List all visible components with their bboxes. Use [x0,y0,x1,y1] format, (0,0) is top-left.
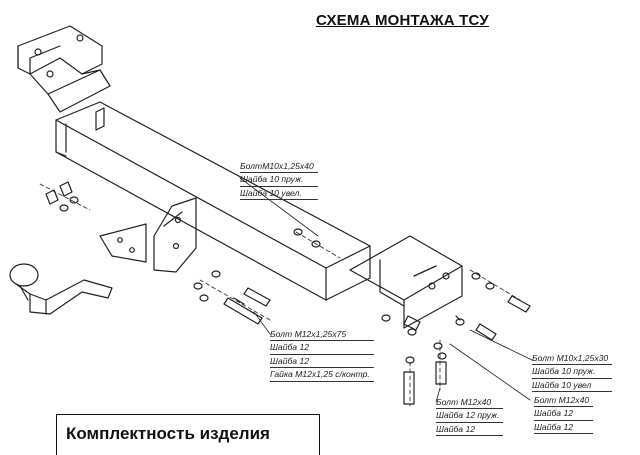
label-line: Шайба 12 [436,423,504,437]
label-line: Шайба 10 пруж. [240,173,318,187]
label-line: Болт M10x1,25x30 [532,352,613,366]
label-line: Шайба 10 увел. [240,187,318,201]
label-group-bolt-m12x75: Болт M12x1,25x75 Шайба 12 Шайба 12 Гайка… [270,328,374,382]
label-line: Гайка M12x1,25 с/контр. [270,368,374,382]
footer-heading: Комплектность изделия [66,424,270,443]
label-line: БолтM10x1,25x40 [240,160,318,174]
label-line: Шайба 12 [534,421,594,435]
label-line: Болт M12x40 [534,394,594,408]
label-group-bolt-m10x30: Болт M10x1,25x30 Шайба 10 пруж. Шайба 10… [532,352,613,393]
label-line: Шайба 12 [534,407,594,421]
label-group-bolt-m12x40-a: Болт M12x40 Шайба 12 пруж. Шайба 12 [436,396,504,437]
main-beam [55,101,371,301]
label-line: Болт M12x1,25x75 [270,328,374,342]
leader-lines [239,177,533,403]
label-group-bolt-m10x40: БолтM10x1,25x40 Шайба 10 пруж. Шайба 10 … [240,160,318,201]
label-line: Шайба 10 пруж. [532,365,613,379]
tow-ball-mount [9,263,113,315]
label-line: Шайба 10 увел [532,379,613,393]
hitch-side-plate [99,197,197,273]
left-fasteners [45,181,79,212]
label-line: Шайба 12 [270,355,374,369]
label-line: Шайба 12 пруж. [436,409,504,423]
right-mounting-bracket [349,235,463,329]
assembly-lines [39,183,521,407]
label-group-bolt-m12x40-b: Болт M12x40 Шайба 12 Шайба 12 [534,394,594,435]
left-mounting-bracket [17,25,111,131]
diagram-title: СХЕМА МОНТАЖА ТСУ [316,12,489,29]
label-line: Болт M12x40 [436,396,504,410]
label-line: Шайба 12 [270,341,374,355]
